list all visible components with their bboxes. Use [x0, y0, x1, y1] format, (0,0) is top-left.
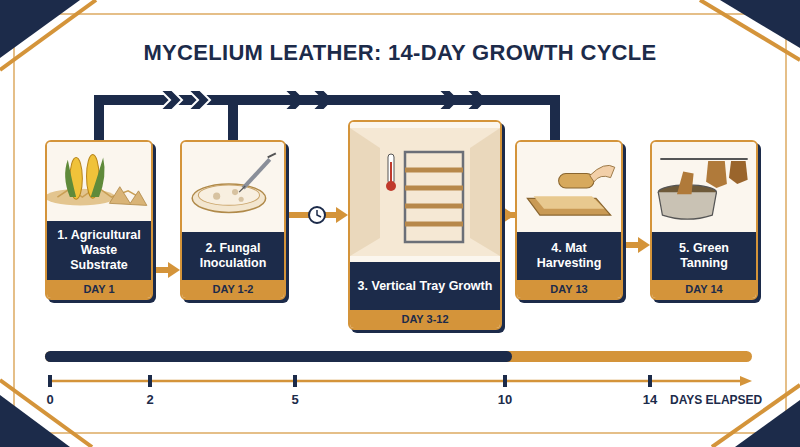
connector-line — [623, 242, 638, 248]
step-name-text: 3. Vertical Tray Growth — [358, 279, 493, 294]
step-name: 1. Agricultural Waste Substrate — [47, 221, 151, 280]
step-name: 4. Mat Harvesting — [517, 232, 621, 280]
step-name-text: 4. Mat Harvesting — [522, 241, 616, 271]
frame — [14, 14, 786, 433]
connector — [623, 237, 650, 253]
step-name-text: 5. Green Tanning — [657, 241, 751, 271]
axis-tick-label: 2 — [146, 392, 153, 407]
tick — [648, 375, 652, 387]
tick — [503, 375, 507, 387]
arrow-head — [336, 207, 348, 223]
connector — [286, 207, 348, 223]
axis-line — [48, 380, 742, 383]
clock-icon — [309, 207, 325, 223]
illustration-area — [182, 142, 284, 232]
axis-arrow — [740, 376, 752, 386]
step-illustration — [182, 142, 284, 232]
day-text: DAY 3-12 — [401, 313, 448, 325]
step-illustration — [350, 122, 500, 262]
axis-tick-label: 5 — [291, 392, 298, 407]
step-name: 2. Fungal Inoculation — [182, 232, 284, 280]
day-badge: DAY 13 — [517, 280, 621, 298]
inoculation-step: 2. Fungal InoculationDAY 1-2 — [180, 140, 286, 300]
arrow-head — [503, 207, 515, 223]
connector — [502, 207, 515, 223]
harvest-step: 4. Mat HarvestingDAY 13 — [515, 140, 623, 300]
arrow-head — [638, 237, 650, 253]
chevron — [160, 90, 182, 110]
tanning-illustration — [658, 159, 747, 219]
day-badge: DAY 3-12 — [350, 310, 500, 328]
grow-room-illustration — [350, 128, 500, 256]
growth-step: 3. Vertical Tray GrowthDAY 3-12 — [348, 120, 502, 330]
tanning-step: 5. Green TanningDAY 14 — [650, 140, 758, 300]
day-badge: DAY 1-2 — [182, 280, 284, 298]
connector-line — [153, 267, 168, 273]
connector — [502, 215, 515, 216]
diagram-title: MYCELIUM LEATHER: 14-DAY GROWTH CYCLE — [0, 40, 800, 66]
corner-stripe — [0, 380, 92, 447]
illustration-area — [652, 142, 756, 232]
day-text: DAY 1 — [83, 283, 114, 295]
axis-tick-label: 14 — [643, 392, 657, 407]
illustration-area — [517, 142, 621, 232]
tick — [148, 375, 152, 387]
illustration-area — [47, 142, 151, 221]
day-text: DAY 14 — [685, 283, 722, 295]
corn-illustration — [47, 154, 147, 205]
axis-title: DAYS ELAPSED — [670, 393, 762, 407]
step-name: 3. Vertical Tray Growth — [350, 262, 500, 310]
timeline-progress — [45, 351, 512, 362]
harvest-illustration — [527, 165, 614, 215]
step-name-text: 1. Agricultural Waste Substrate — [52, 228, 146, 273]
tick — [48, 375, 52, 387]
corner-decor — [720, 0, 800, 48]
petri-dish-illustration — [192, 153, 276, 212]
step-illustration — [652, 142, 756, 232]
chevron — [188, 90, 210, 110]
corner-stripe — [700, 0, 800, 60]
corner-stripe — [0, 0, 96, 70]
day-badge: DAY 14 — [652, 280, 756, 298]
corner-decor — [0, 0, 80, 58]
axis-tick-label: 10 — [498, 392, 512, 407]
step-name-text: 2. Fungal Inoculation — [187, 241, 279, 271]
illustration-area — [350, 122, 500, 262]
day-text: DAY 13 — [550, 283, 587, 295]
step-name: 5. Green Tanning — [652, 232, 756, 280]
substrate-step: 1. Agricultural Waste SubstrateDAY 1 — [45, 140, 153, 300]
step-illustration — [517, 142, 621, 232]
arrow-head — [168, 262, 180, 278]
day-badge: DAY 1 — [47, 280, 151, 298]
step-illustration — [47, 142, 151, 221]
axis-tick-label: 0 — [46, 392, 53, 407]
connector — [153, 262, 180, 278]
connector-line — [502, 212, 515, 218]
clock-hands — [317, 210, 321, 217]
timeline-track — [45, 351, 752, 362]
tick — [293, 375, 297, 387]
day-text: DAY 1-2 — [213, 283, 254, 295]
